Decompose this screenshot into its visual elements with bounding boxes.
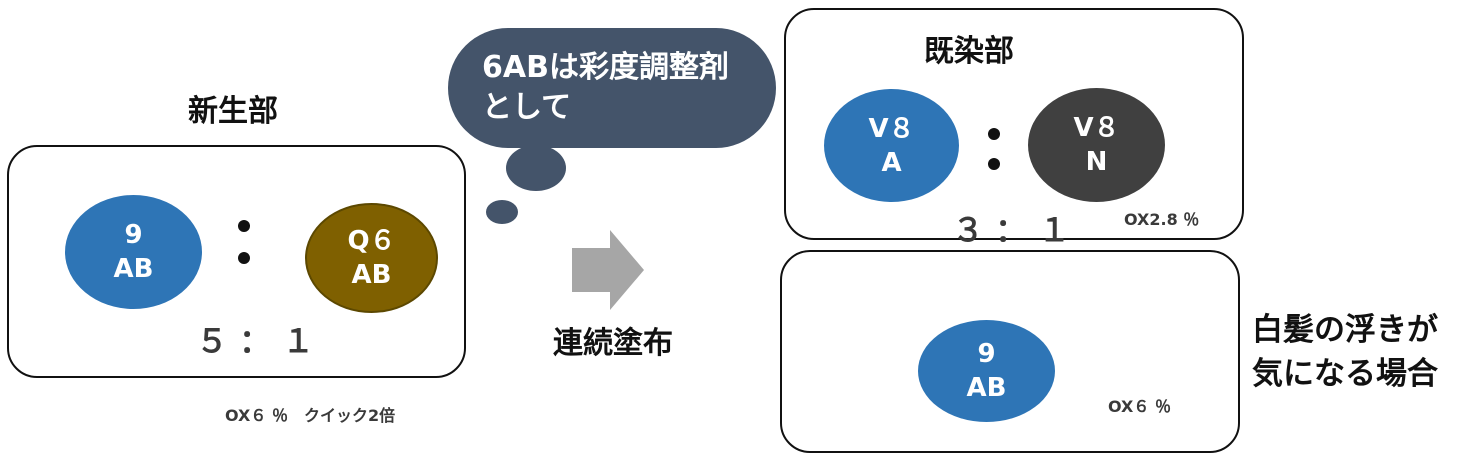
ratio-colon-right [988, 128, 1000, 174]
note-previously-dyed: OX2.8 ％ [1124, 210, 1200, 229]
oval-v8n: V８ N [1028, 88, 1165, 202]
oval-label-bottom: N [1085, 147, 1108, 177]
callout-tail-small [486, 200, 518, 224]
colon-dot [988, 128, 1000, 140]
oval-label-bottom: AB [351, 260, 392, 290]
right-arrow-icon [572, 230, 644, 310]
callout-bubble: 6ABは彩度調整剤 として [448, 28, 776, 148]
heading-previously-dyed: 既染部 [924, 34, 1014, 69]
oval-label-bottom: AB [966, 373, 1007, 403]
note-gray-hair-case: OX６ ％ [1108, 397, 1171, 416]
oval-v8a: V８ A [824, 89, 959, 202]
oval-label-top: 9 [124, 220, 143, 250]
side-label-line-2: 気になる場合 [1252, 356, 1438, 392]
oval-q6ab: Q６ AB [305, 203, 438, 313]
colon-dot [238, 220, 250, 232]
oval-9ab-gray: 9 AB [918, 320, 1055, 422]
oval-label-top: V８ [868, 113, 915, 144]
side-label: 白髪の浮きが 気になる場合 [1252, 308, 1438, 396]
oval-label-top: 9 [977, 339, 996, 369]
colon-dot [238, 252, 250, 264]
oval-label-top: Q６ [347, 226, 396, 256]
oval-label-bottom: AB [113, 254, 154, 284]
ratio-new-growth: ５ ： １ [196, 322, 315, 360]
colon-dot [988, 158, 1000, 170]
callout-line-2: として [482, 90, 572, 125]
ratio-colon-left [238, 220, 250, 266]
arrow-label: 連続塗布 [553, 326, 673, 361]
callout-tail-large [506, 145, 566, 191]
heading-new-growth: 新生部 [188, 94, 278, 129]
note-new-growth: OX６ ％ クイック2倍 [225, 406, 396, 425]
oval-label-top: V８ [1073, 113, 1120, 143]
callout-line-1: 6ABは彩度調整剤 [482, 50, 729, 85]
ratio-previously-dyed: ３ ： １ [952, 211, 1071, 249]
oval-label-bottom: A [881, 147, 902, 178]
side-label-line-1: 白髪の浮きが [1252, 312, 1438, 348]
oval-9ab-new: 9 AB [65, 195, 202, 309]
